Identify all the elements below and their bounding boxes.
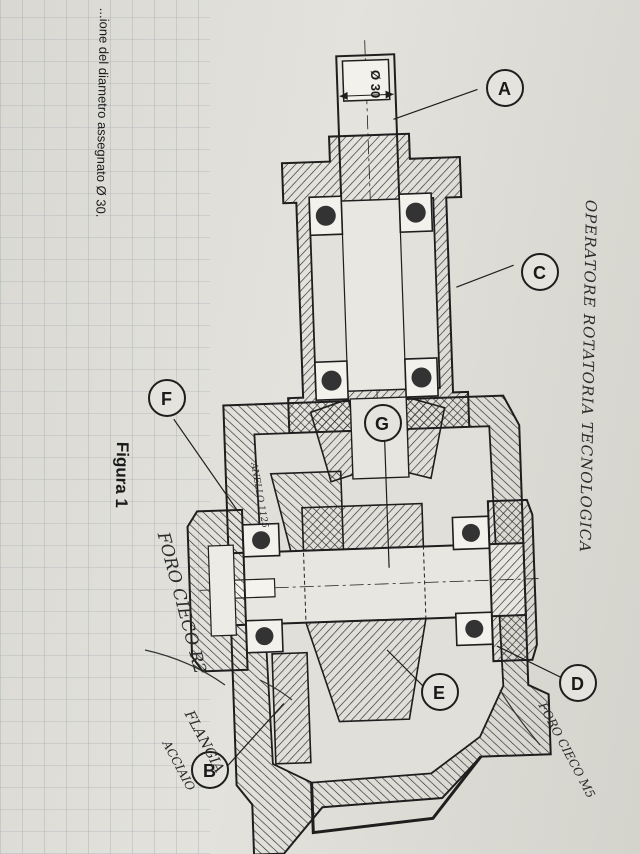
callout-g: G (375, 414, 390, 434)
callout-b-circle (191, 751, 229, 789)
flange-b (271, 651, 312, 765)
diameter-dimension (339, 90, 394, 100)
callout-b: B (203, 761, 216, 781)
drawing-body (173, 40, 574, 854)
upper-bearings (308, 192, 439, 402)
callout-d-circle (559, 664, 597, 702)
handwritten-arrows (144, 649, 541, 746)
callout-e: E (433, 683, 446, 703)
grid-paper-background (0, 0, 210, 854)
callout-f-circle (148, 379, 186, 417)
callout-a-circle (486, 69, 524, 107)
callout-g-circle (364, 404, 402, 442)
driven-gear (301, 502, 427, 723)
callout-e-circle (421, 673, 459, 711)
figure-caption: Figura 1 (111, 441, 132, 509)
callout-c: C (533, 263, 546, 283)
callout-d: D (571, 674, 584, 694)
right-cover (486, 498, 538, 663)
callout-a: A (498, 79, 511, 99)
callout-f: F (161, 389, 172, 409)
output-bearings (241, 515, 494, 654)
left-cover (186, 508, 249, 673)
callout-circles (148, 69, 597, 789)
callout-c-circle (521, 253, 559, 291)
diameter-label: Ø 30 (368, 70, 383, 99)
upper-housing (280, 132, 471, 435)
